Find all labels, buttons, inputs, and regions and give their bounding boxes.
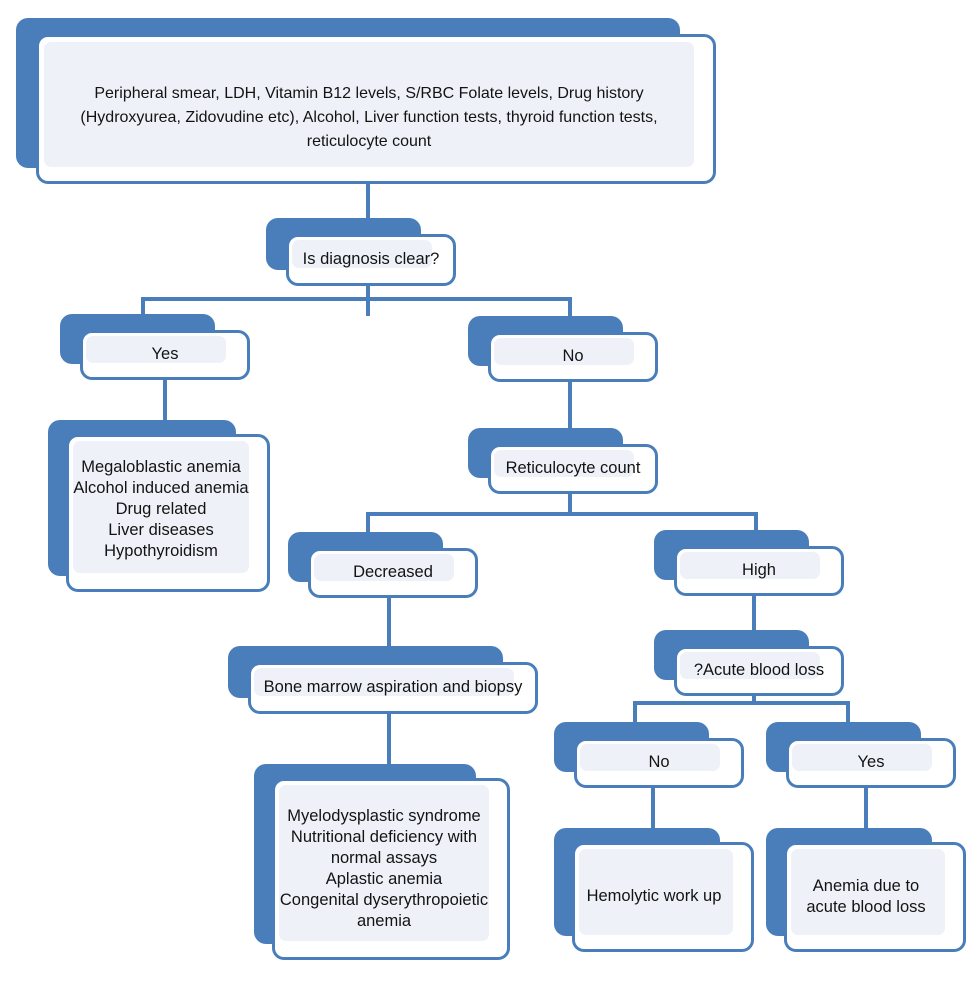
connector-initial-to-diagnosis bbox=[366, 178, 370, 222]
node-fill bbox=[494, 338, 634, 365]
node-fill bbox=[73, 441, 249, 573]
node-yes-diagnosis[interactable]: Yes bbox=[60, 314, 250, 380]
node-fill bbox=[792, 744, 932, 771]
node-fill bbox=[314, 554, 454, 581]
node-fill bbox=[579, 849, 733, 935]
connector-branch-to-decreased bbox=[366, 512, 370, 534]
node-fill bbox=[292, 240, 432, 268]
node-label: High bbox=[742, 561, 776, 579]
connector-abl-no-to-hemolytic bbox=[651, 780, 655, 830]
node-label: Is diagnosis clear? bbox=[302, 250, 440, 268]
node-label: No bbox=[562, 347, 584, 365]
node-retic-decreased[interactable]: Decreased bbox=[288, 532, 478, 598]
node-reticulocyte-count[interactable]: Reticulocyte count bbox=[468, 428, 658, 494]
connector-no-to-retic bbox=[568, 380, 572, 430]
node-fill bbox=[680, 652, 820, 679]
connector-branch-to-yes bbox=[141, 297, 145, 319]
connector-branch-to-abl-yes bbox=[846, 701, 850, 723]
node-is-diagnosis-clear[interactable]: Is diagnosis clear? bbox=[266, 218, 456, 286]
node-label: Myelodysplastic syndrome Nutritional def… bbox=[279, 807, 489, 930]
node-fill bbox=[44, 42, 694, 167]
connector-diagnosis-branch-bar bbox=[141, 297, 572, 301]
node-initial-workup[interactable]: Peripheral smear, LDH, Vitamin B12 level… bbox=[16, 18, 716, 184]
node-fill bbox=[494, 450, 634, 477]
node-hemolytic-work-up[interactable]: Hemolytic work up bbox=[554, 828, 754, 952]
node-clear-diagnoses[interactable]: Megaloblastic anemia Alcohol induced ane… bbox=[48, 420, 270, 592]
node-label: ?Acute blood loss bbox=[693, 661, 825, 679]
node-label: No bbox=[648, 753, 670, 771]
node-fill bbox=[279, 785, 489, 941]
node-fill bbox=[580, 744, 720, 771]
node-label: Decreased bbox=[353, 563, 433, 581]
connector-branch-to-no bbox=[568, 297, 572, 321]
node-label: Yes bbox=[857, 753, 885, 771]
node-abl-no[interactable]: No bbox=[554, 722, 744, 788]
connector-branch-to-high bbox=[754, 512, 758, 534]
node-retic-high[interactable]: High bbox=[654, 530, 844, 596]
connector-retic-stem bbox=[568, 486, 572, 516]
node-label: Yes bbox=[151, 345, 179, 363]
node-label: Peripheral smear, LDH, Vitamin B12 level… bbox=[80, 85, 658, 150]
node-no-diagnosis[interactable]: No bbox=[468, 316, 658, 382]
node-label: Bone marrow aspiration and biopsy bbox=[263, 678, 523, 696]
connector-retic-branch-bar bbox=[366, 512, 758, 516]
node-fill bbox=[254, 668, 514, 696]
connector-branch-to-abl-no bbox=[633, 701, 637, 723]
connector-yes-to-diagnoses bbox=[163, 378, 167, 432]
node-anemia-acute-blood-loss[interactable]: Anemia due to acute blood loss bbox=[766, 828, 966, 952]
connector-abl-branch-bar bbox=[633, 701, 850, 705]
node-marrow-diagnoses[interactable]: Myelodysplastic syndrome Nutritional def… bbox=[254, 764, 510, 960]
node-fill bbox=[680, 552, 820, 579]
node-fill bbox=[86, 336, 226, 363]
connector-high-to-abl bbox=[752, 580, 756, 630]
node-fill bbox=[791, 849, 945, 935]
node-label: Reticulocyte count bbox=[505, 459, 641, 477]
connector-abl-yes-to-anemia bbox=[864, 780, 868, 830]
node-bone-marrow[interactable]: Bone marrow aspiration and biopsy bbox=[228, 646, 538, 714]
node-abl-yes[interactable]: Yes bbox=[766, 722, 956, 788]
node-label: Hemolytic work up bbox=[586, 887, 722, 905]
node-acute-blood-loss-question[interactable]: ?Acute blood loss bbox=[654, 630, 844, 696]
connector-marrow-to-diagnoses bbox=[387, 712, 391, 764]
node-label: Megaloblastic anemia Alcohol induced ane… bbox=[73, 458, 249, 560]
connector-decreased-to-marrow bbox=[387, 595, 391, 647]
node-label: Anemia due to acute blood loss bbox=[806, 877, 926, 916]
